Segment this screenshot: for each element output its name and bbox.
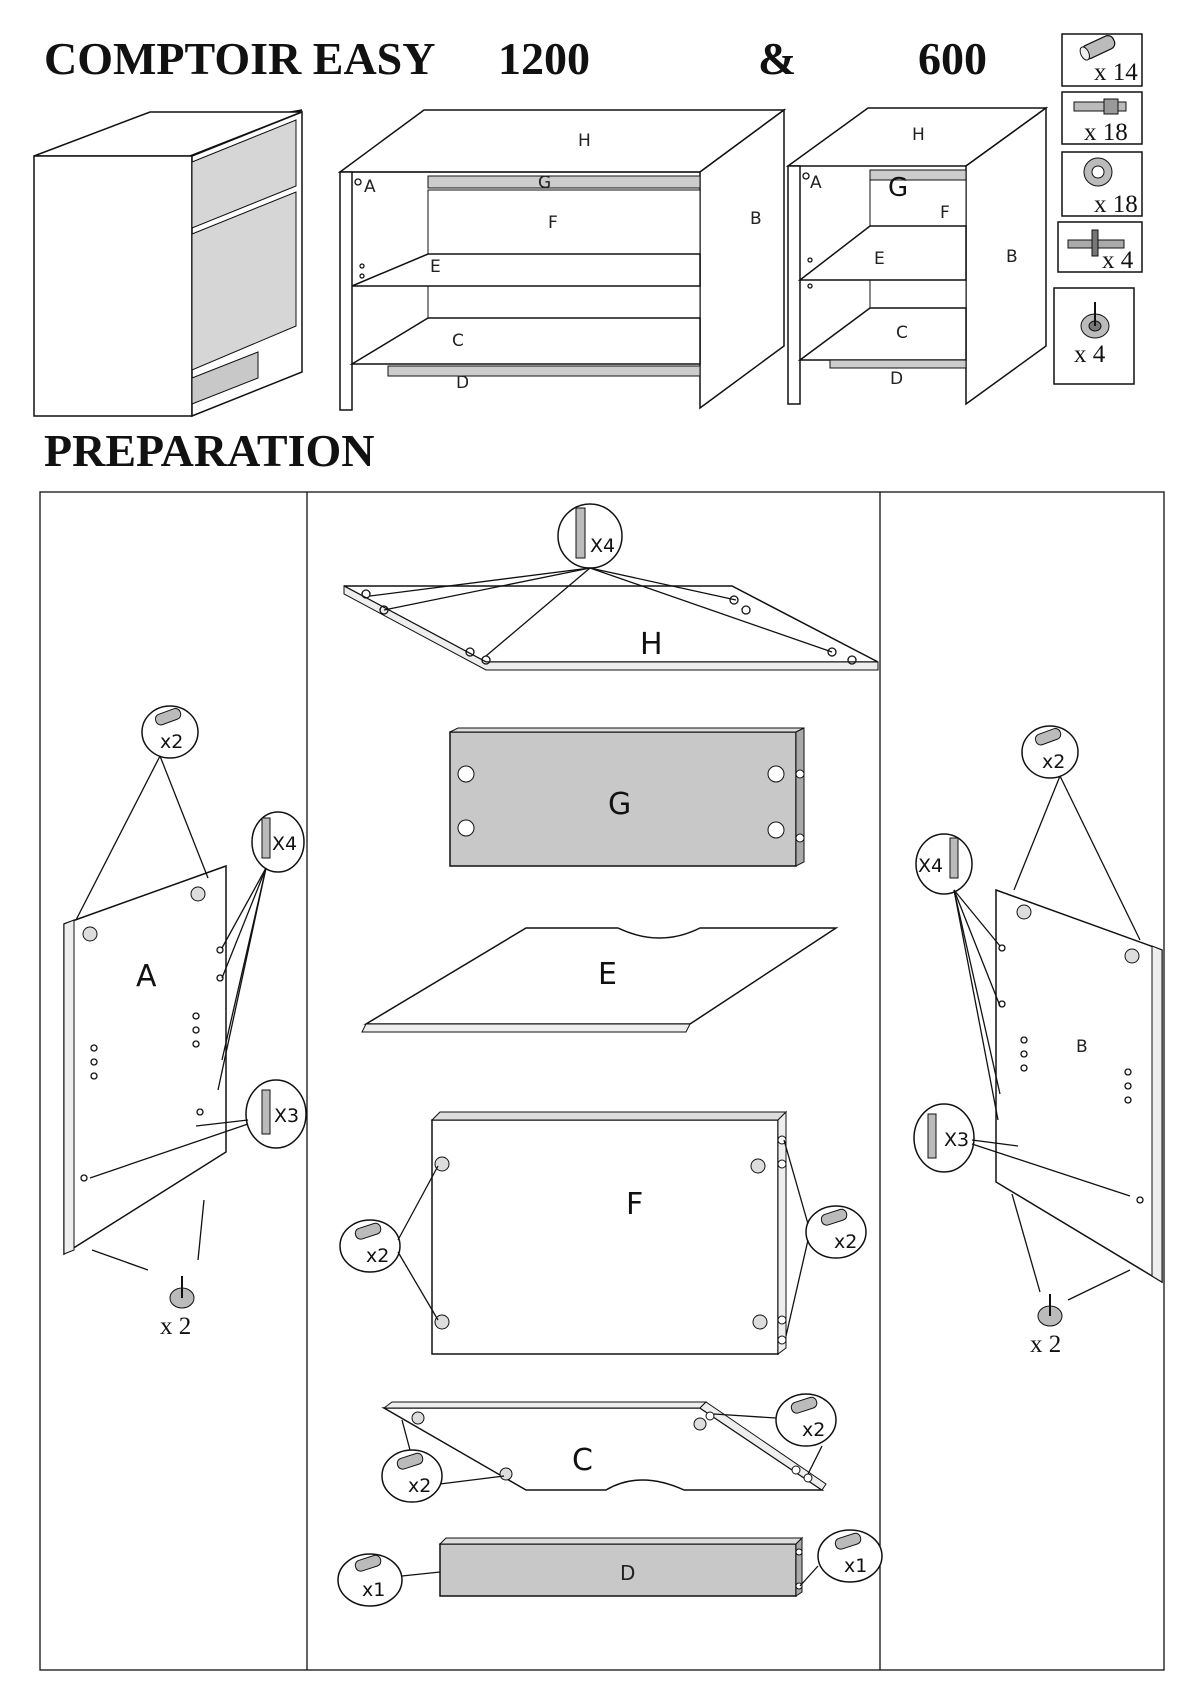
- panel-b-bolt-qty: X4: [918, 855, 943, 877]
- hardware-connector: x 4: [1057, 221, 1143, 274]
- panel-f-left-qty: x2: [366, 1245, 389, 1267]
- panel-a-top-qty: x2: [160, 731, 183, 753]
- hardware-connector-qty: x 4: [1102, 247, 1134, 274]
- label-1200-a: A: [364, 177, 376, 197]
- panel-b-diagram: B x2 X4 X3 x 2: [913, 725, 1163, 1358]
- panel-h-label: H: [640, 627, 663, 662]
- label-1200-h: H: [578, 131, 591, 151]
- panel-c-label: C: [572, 1443, 593, 1478]
- panel-b-bolt2-qty: X3: [944, 1129, 969, 1151]
- label-1200-b: B: [750, 209, 762, 229]
- label-600-a: A: [810, 173, 822, 193]
- panel-h-diagram: H X4: [343, 503, 879, 671]
- panel-g-diagram: G: [449, 727, 805, 867]
- panel-h-bolt-qty: X4: [590, 535, 615, 557]
- label-600-b: B: [1006, 247, 1018, 267]
- hardware-cam-bolt: x 18: [1061, 91, 1143, 146]
- panel-g-label: G: [608, 787, 631, 822]
- label-1200-g: G: [538, 173, 551, 193]
- panel-b-top-qty: x2: [1042, 751, 1065, 773]
- hardware-cam-bolt-qty: x 18: [1084, 119, 1128, 146]
- section-title-preparation: PREPARATION: [44, 425, 375, 476]
- label-600-h: H: [912, 125, 925, 145]
- panel-a-label: A: [136, 959, 157, 994]
- label-1200-d: D: [456, 373, 469, 393]
- size-600: 600: [918, 33, 987, 84]
- panel-d-diagram: D x1 x1: [337, 1529, 883, 1607]
- panel-f-diagram: F x2 x2: [339, 1110, 867, 1355]
- hardware-cam-lock: x 18: [1061, 151, 1143, 218]
- size-1200: 1200: [498, 33, 590, 84]
- panel-b-label: B: [1076, 1037, 1088, 1057]
- hardware-dowel-qty: x 14: [1094, 59, 1138, 86]
- panel-a-bolt2-qty: X3: [274, 1105, 299, 1127]
- panel-c-left-qty: x2: [408, 1475, 431, 1497]
- panel-e-diagram: E: [361, 927, 839, 1033]
- assembled-cabinet: [33, 109, 303, 418]
- preparation-frame: [39, 491, 1165, 1671]
- label-1200-c: C: [452, 331, 464, 351]
- label-600-g: G: [888, 173, 908, 203]
- panel-a-diagram: A x2 X4 X3 x 2: [63, 705, 307, 1340]
- panel-c-right-qty: x2: [802, 1419, 825, 1441]
- cabinet-1200-diagram: H G F E A B C D: [337, 108, 787, 411]
- cabinet-600-diagram: H G F E A B C D: [785, 106, 1049, 406]
- panel-a-bolt-qty: X4: [272, 833, 297, 855]
- label-600-d: D: [890, 369, 903, 389]
- panel-d-label: D: [620, 1561, 635, 1585]
- ampersand: &: [758, 33, 797, 84]
- panel-f-right-qty: x2: [834, 1231, 857, 1253]
- hardware-cam-lock-qty: x 18: [1094, 191, 1138, 218]
- panel-d-left-qty: x1: [362, 1579, 385, 1601]
- hardware-foot-qty: x 4: [1074, 341, 1106, 368]
- panel-d-right-qty: x1: [844, 1555, 867, 1577]
- hardware-dowel: x 14: [1061, 33, 1143, 87]
- panel-e-label: E: [598, 957, 617, 992]
- panel-a-foot-qty: x 2: [160, 1313, 191, 1340]
- label-1200-e: E: [430, 257, 441, 277]
- hardware-foot: x 4: [1053, 287, 1135, 385]
- panel-f-label: F: [626, 1187, 643, 1222]
- panel-b-foot-qty: x 2: [1030, 1331, 1061, 1358]
- label-600-e: E: [874, 249, 885, 269]
- label-600-c: C: [896, 323, 908, 343]
- label-600-f: F: [940, 203, 950, 223]
- product-title: COMPTOIR EASY: [44, 33, 436, 84]
- label-1200-f: F: [548, 213, 558, 233]
- panel-c-diagram: C x2 x2: [381, 1393, 837, 1503]
